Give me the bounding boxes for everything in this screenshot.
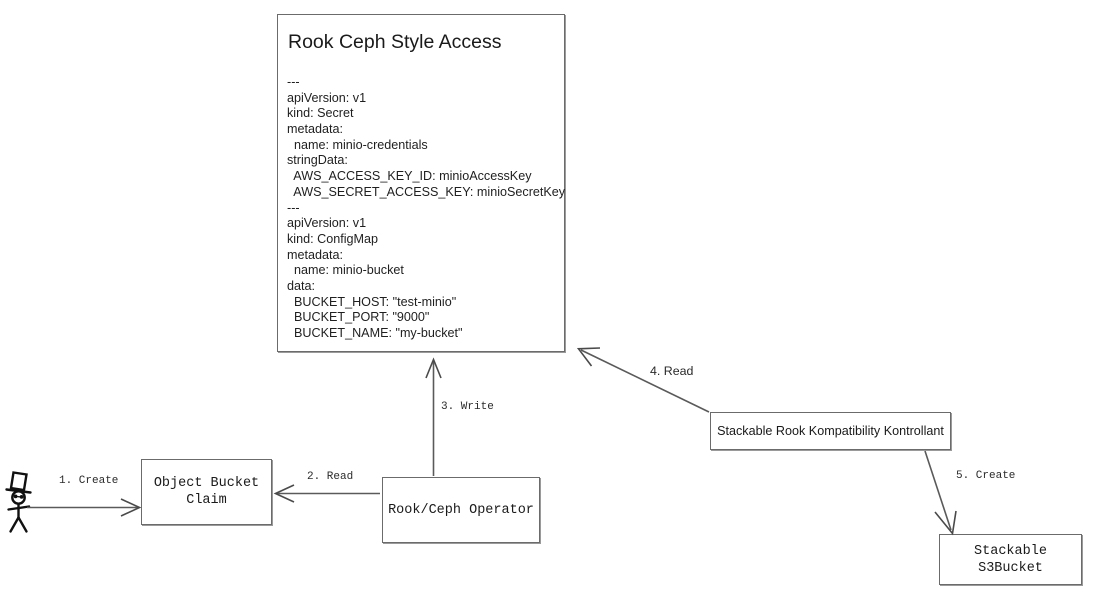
node-stackable-s3bucket[interactable]: Stackable S3Bucket <box>939 534 1082 585</box>
node-title-rook-ceph-style-access: Rook Ceph Style Access <box>288 31 502 53</box>
yaml-line-4: name: minio-credentials <box>287 137 428 152</box>
yaml-line-9: apiVersion: v1 <box>287 216 367 231</box>
node-rook-ceph-style-access[interactable]: Rook Ceph Style Access ---apiVersion: v1… <box>277 14 565 352</box>
yaml-line-3: metadata: <box>287 122 344 137</box>
yaml-line-13: data: <box>287 278 316 293</box>
node-label-stackable-s3bucket: Stackable S3Bucket <box>974 543 1047 576</box>
yaml-line-5: stringData: <box>287 153 348 168</box>
edge-label-1-create: 1. Create <box>59 475 119 487</box>
edge-1-create-arrow <box>27 498 142 517</box>
edge-4-read-arrow <box>576 347 710 413</box>
yaml-line-11: metadata: <box>287 247 344 262</box>
yaml-line-10: kind: ConfigMap <box>287 231 379 246</box>
yaml-line-15: BUCKET_PORT: "9000" <box>287 310 430 325</box>
node-label-rook-ceph-operator: Rook/Ceph Operator <box>388 502 534 518</box>
yaml-line-12: name: minio-bucket <box>287 263 404 278</box>
yaml-line-14: BUCKET_HOST: "test-minio" <box>287 294 457 309</box>
edge-label-5-create: 5. Create <box>956 470 1016 482</box>
yaml-line-8: --- <box>287 200 300 215</box>
yaml-line-6: AWS_ACCESS_KEY_ID: minioAccessKey <box>287 169 532 184</box>
yaml-line-1: apiVersion: v1 <box>287 90 367 105</box>
node-label-srkk: Stackable Rook Kompatibility Kontrollant <box>717 424 944 438</box>
edge-label-2-read: 2. Read <box>307 471 354 483</box>
node-rook-ceph-operator[interactable]: Rook/Ceph Operator <box>382 477 540 543</box>
user-stick-figure-icon <box>5 471 32 533</box>
edge-2-read-arrow <box>273 484 380 503</box>
edge-label-3-write: 3. Write <box>441 401 494 413</box>
yaml-line-2: kind: Secret <box>287 106 354 121</box>
edge-3-write-arrow <box>425 357 442 476</box>
yaml-line-0: --- <box>287 75 300 89</box>
edge-label-4-read: 4. Read <box>650 364 694 378</box>
node-stackable-rook-kompatibility-kontrollant[interactable]: Stackable Rook Kompatibility Kontrollant <box>710 412 951 450</box>
edge-5-create-arrow <box>924 450 957 536</box>
yaml-line-7: AWS_SECRET_ACCESS_KEY: minioSecretKey <box>287 184 566 199</box>
yaml-line-16: BUCKET_NAME: "my-bucket" <box>287 326 463 340</box>
